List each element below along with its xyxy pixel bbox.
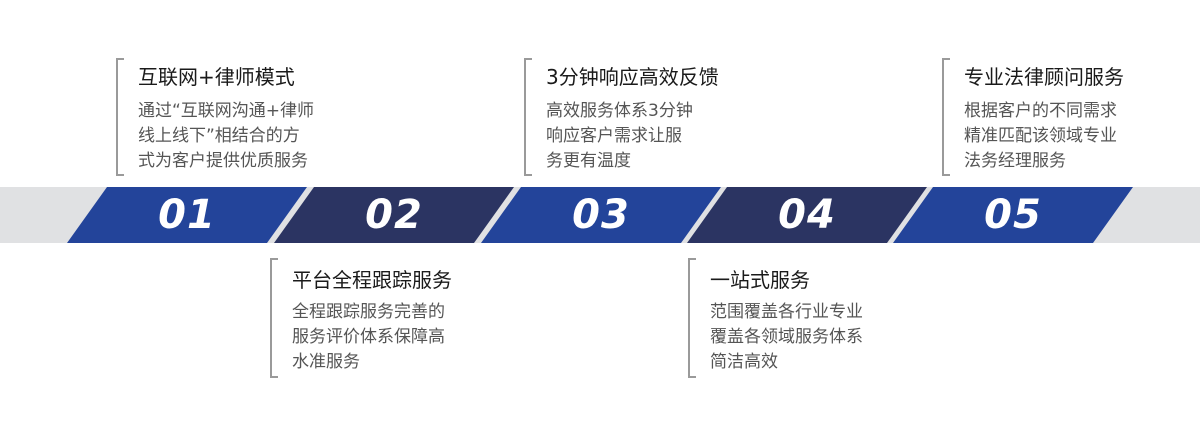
step-4-block: 一站式服务 范围覆盖各行业专业 覆盖各领域服务体系 简洁高效 [688, 258, 948, 380]
step-4-line-1: 范围覆盖各行业专业 [710, 302, 863, 322]
step-2-bracket [270, 258, 280, 378]
step-3-block: 3分钟响应高效反馈 高效服务体系3分钟 响应客户需求让服 务更有温度 [524, 58, 784, 178]
step-1-line-2: 线上线下”相结合的方 [138, 126, 300, 146]
step-5-block: 专业法律顾问服务 根据客户的不同需求 精准匹配该领域专业 法务经理服务 [942, 58, 1192, 178]
step-2-line-3: 水准服务 [292, 352, 360, 372]
step-5-bracket [942, 58, 952, 176]
step-1-line-3: 式为客户提供优质服务 [138, 151, 308, 171]
step-5-title: 专业法律顾问服务 [964, 65, 1124, 89]
step-5-line-2: 精准匹配该领域专业 [964, 126, 1117, 146]
step-2-number: 02 [365, 192, 423, 238]
step-3-line-2: 响应客户需求让服 [546, 126, 682, 146]
step-1-description: 通过“互联网沟通+律师 线上线下”相结合的方 式为客户提供优质服务 [138, 99, 314, 174]
step-2-block: 平台全程跟踪服务 全程跟踪服务完善的 服务评价体系保障高 水准服务 [270, 258, 530, 380]
step-1-number: 01 [158, 192, 216, 238]
step-2-title: 平台全程跟踪服务 [292, 268, 452, 292]
step-4-line-2: 覆盖各领域服务体系 [710, 327, 863, 347]
step-4-number: 04 [778, 192, 836, 238]
step-2-line-2: 服务评价体系保障高 [292, 327, 445, 347]
step-4-shape [687, 187, 927, 243]
step-2-description: 全程跟踪服务完善的 服务评价体系保障高 水准服务 [292, 300, 445, 375]
step-3-bracket [524, 58, 534, 176]
step-3-description: 高效服务体系3分钟 响应客户需求让服 务更有温度 [546, 99, 693, 174]
step-4-title: 一站式服务 [710, 268, 810, 292]
step-1-line-1: 通过“互联网沟通+律师 [138, 101, 315, 121]
step-2-shape [274, 187, 514, 243]
step-5-line-3: 法务经理服务 [964, 151, 1066, 171]
step-3-line-1: 高效服务体系3分钟 [546, 101, 693, 121]
step-1-bracket [116, 58, 126, 176]
step-4-description: 范围覆盖各行业专业 覆盖各领域服务体系 简洁高效 [710, 300, 863, 375]
step-1-shape [67, 187, 307, 243]
step-4-line-3: 简洁高效 [710, 352, 778, 372]
step-3-line-3: 务更有温度 [546, 151, 631, 171]
step-5-number: 05 [984, 192, 1042, 238]
step-2-line-1: 全程跟踪服务完善的 [292, 302, 445, 322]
step-4-bracket [688, 258, 698, 378]
step-5-line-1: 根据客户的不同需求 [964, 101, 1117, 121]
step-5-description: 根据客户的不同需求 精准匹配该领域专业 法务经理服务 [964, 99, 1117, 174]
step-3-title: 3分钟响应高效反馈 [546, 65, 719, 89]
step-3-number: 03 [572, 192, 630, 238]
step-1-block: 互联网+律师模式 通过“互联网沟通+律师 线上线下”相结合的方 式为客户提供优质… [116, 58, 376, 178]
step-3-shape [481, 187, 721, 243]
step-1-title: 互联网+律师模式 [138, 65, 295, 89]
step-5-shape [893, 187, 1133, 243]
